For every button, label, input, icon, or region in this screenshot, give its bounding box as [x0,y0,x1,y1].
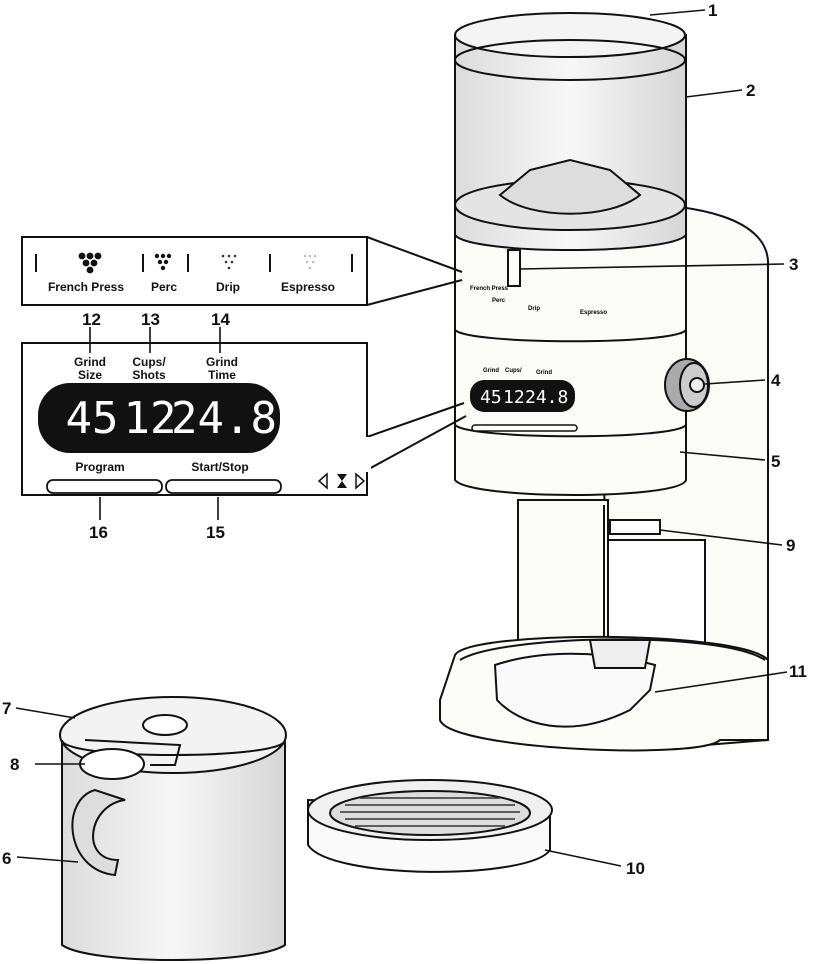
svg-text:Grind: Grind [536,370,552,376]
callout-8: 8 [10,755,20,774]
burr-cone [498,158,642,215]
svg-text:French Press: French Press [470,286,509,292]
svg-text:12: 12 [503,387,525,408]
program-button[interactable] [46,479,163,494]
grinder-motor-housing [454,229,687,496]
svg-text:Drip: Drip [528,306,540,312]
brew-label-espresso: Espresso [281,280,335,294]
drip-icon [221,254,237,270]
right-arrow-icon [355,472,366,490]
grounds-container [59,696,287,961]
grind-time-value: 24.8 [171,393,277,444]
cups-label-line2: Shots [132,368,166,382]
housing-grind-scale: French Press Perc Drip Espresso [470,249,607,316]
grind-size-label-line2: Size [78,368,102,382]
cups-value: 12 [124,393,177,444]
perc-icon [154,253,172,271]
svg-text:24.8: 24.8 [525,387,568,408]
callout-2: 2 [746,81,756,100]
espresso-icon [304,255,316,269]
callout-11: 11 [789,662,807,681]
svg-text:Cups/: Cups/ [505,368,522,374]
brew-label-drip: Drip [216,280,240,294]
french-press-icon [78,252,102,274]
housing-display: 45 12 24.8 Grind Cups/ Grind [470,368,578,432]
cups-label-line1: Cups/ [132,355,166,369]
brew-method-panel: French Press Perc Drip Espresso [21,236,463,306]
svg-text:Perc: Perc [492,298,506,304]
grind-time-label-line1: Grind [206,355,238,369]
callout-12: 12 [82,310,101,329]
svg-text:Grind: Grind [483,368,499,374]
program-label: Program [75,460,124,474]
callout-9: 9 [786,536,796,555]
start-stop-button[interactable] [165,479,282,494]
callout-13: 13 [141,310,160,329]
callout-16: 16 [89,523,108,542]
grind-time-knob [664,358,710,412]
callout-1: 1 [708,1,718,20]
callout-3: 3 [789,255,799,274]
callout-5: 5 [771,452,781,471]
drip-tray [307,779,553,873]
control-display-panel: Grind Size Cups/ Shots Grind Time 45 12 … [21,342,467,496]
brew-label-french-press: French Press [48,280,124,294]
leader-lines [15,9,788,867]
grounds-container-dial [79,748,145,780]
callout-10: 10 [626,859,645,878]
hourglass-icon [337,474,347,488]
left-arrow-icon [317,472,328,490]
grounds-container-handle [71,788,126,877]
grinder-column [517,499,609,651]
callout-14: 14 [211,310,230,329]
tray-grate [340,797,520,827]
grounds-container-holder [493,652,657,728]
start-stop-label: Start/Stop [191,460,248,474]
callout-6: 6 [2,849,12,868]
hopper-lid [454,12,686,58]
grind-size-value: 45 [66,393,119,444]
lcd-screen [38,383,280,453]
grind-time-label-line2: Time [208,368,236,382]
bean-hopper [454,12,687,251]
callout-4: 4 [771,371,781,390]
portafilter-holder-slot [609,519,661,535]
callout-15: 15 [206,523,225,542]
svg-text:Espresso: Espresso [580,310,607,316]
brew-label-perc: Perc [151,280,177,294]
svg-text:45: 45 [480,387,502,408]
grind-size-label-line1: Grind [74,355,106,369]
callout-7: 7 [2,699,12,718]
